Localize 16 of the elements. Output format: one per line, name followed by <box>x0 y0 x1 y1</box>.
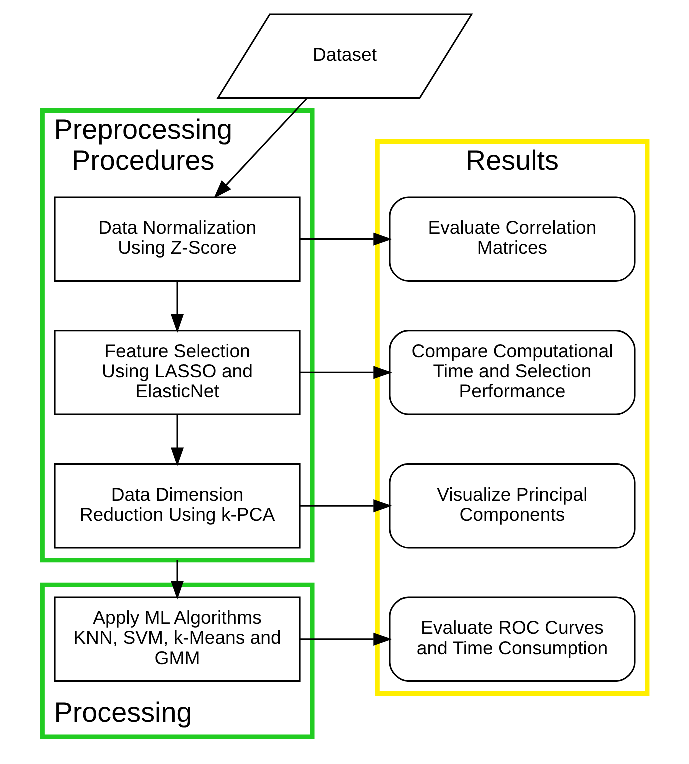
node-box: Feature Selection Using LASSO and ElasticNet <box>54 330 300 416</box>
arrow <box>300 500 392 513</box>
node-box: Data Normalization Using Z-Score <box>54 196 300 282</box>
arrow <box>170 414 184 466</box>
arrow <box>300 632 392 646</box>
arrow <box>300 366 392 380</box>
node-box: Data Dimension Reduction Using k-PCA <box>54 463 300 549</box>
arrow <box>300 232 392 246</box>
node-box: Compare Computational Time and Selection Performance <box>388 330 636 416</box>
node-box: Evaluate ROC Curves and Time Consumption <box>388 596 636 682</box>
arrow <box>213 98 308 199</box>
arrow <box>170 281 184 334</box>
node-box: Visualize Principal Components <box>388 463 636 549</box>
node-box: Evaluate Correlation Matrices <box>388 196 636 282</box>
node-box: Apply ML Algorithms KNN, SVM, k-Means and GMM <box>54 596 300 682</box>
arrow <box>170 560 184 600</box>
